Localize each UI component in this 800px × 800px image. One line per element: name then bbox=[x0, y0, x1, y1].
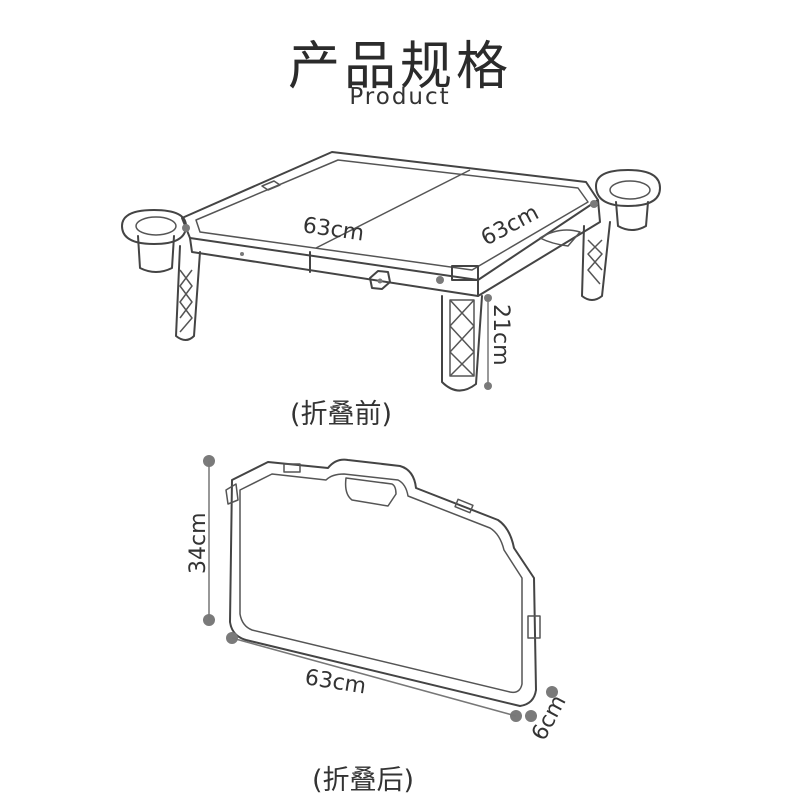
right-back-leg bbox=[581, 221, 611, 301]
dim-dot-left-corner bbox=[182, 224, 190, 232]
right-cup-holder bbox=[595, 169, 661, 231]
case-top-latch-right bbox=[454, 498, 474, 514]
unfolded-table-drawing: 63cm 63cm 21cm bbox=[121, 151, 661, 392]
case-face-panel bbox=[239, 473, 523, 694]
left-leg bbox=[175, 245, 201, 341]
front-corner-bracket bbox=[451, 265, 479, 281]
hex-latch-dot bbox=[377, 278, 383, 284]
folded-caption: (折叠后) bbox=[312, 765, 415, 796]
front-leg bbox=[441, 295, 483, 392]
page-subtitle: Product bbox=[349, 84, 451, 110]
table-front-edge bbox=[189, 237, 479, 297]
side-screw bbox=[240, 252, 244, 256]
dim-dot-front-corner bbox=[436, 276, 444, 284]
case-top-latch-left bbox=[283, 463, 301, 473]
back-latch bbox=[261, 180, 281, 191]
unfolded-height-label: 21cm bbox=[488, 304, 513, 366]
folded-height-label: 34cm bbox=[186, 512, 211, 574]
left-cup-holder bbox=[121, 209, 187, 273]
unfolded-caption: (折叠前) bbox=[290, 399, 393, 430]
side-handle-cutout bbox=[539, 229, 581, 247]
dim-dot-right-corner bbox=[590, 200, 598, 208]
case-left-clip bbox=[225, 483, 239, 505]
unfolded-width-label: 63cm bbox=[301, 213, 365, 246]
folded-width-label: 63cm bbox=[303, 665, 368, 699]
folded-dim-dot-thick-right bbox=[546, 686, 558, 698]
folded-case-drawing: 34cm 63cm 6cm bbox=[186, 455, 572, 745]
folded-dim-dot-thick-left bbox=[525, 710, 537, 722]
page-title: 产品规格 bbox=[287, 37, 512, 97]
hex-latch bbox=[369, 270, 391, 290]
folded-width-dim-line bbox=[231, 637, 517, 717]
table-center-seam bbox=[315, 169, 471, 249]
table-top-panel bbox=[195, 159, 589, 271]
table-right-edge bbox=[477, 199, 601, 297]
case-outer-outline bbox=[229, 458, 537, 707]
case-handle-hole bbox=[344, 477, 397, 507]
case-side-clip bbox=[527, 615, 541, 639]
